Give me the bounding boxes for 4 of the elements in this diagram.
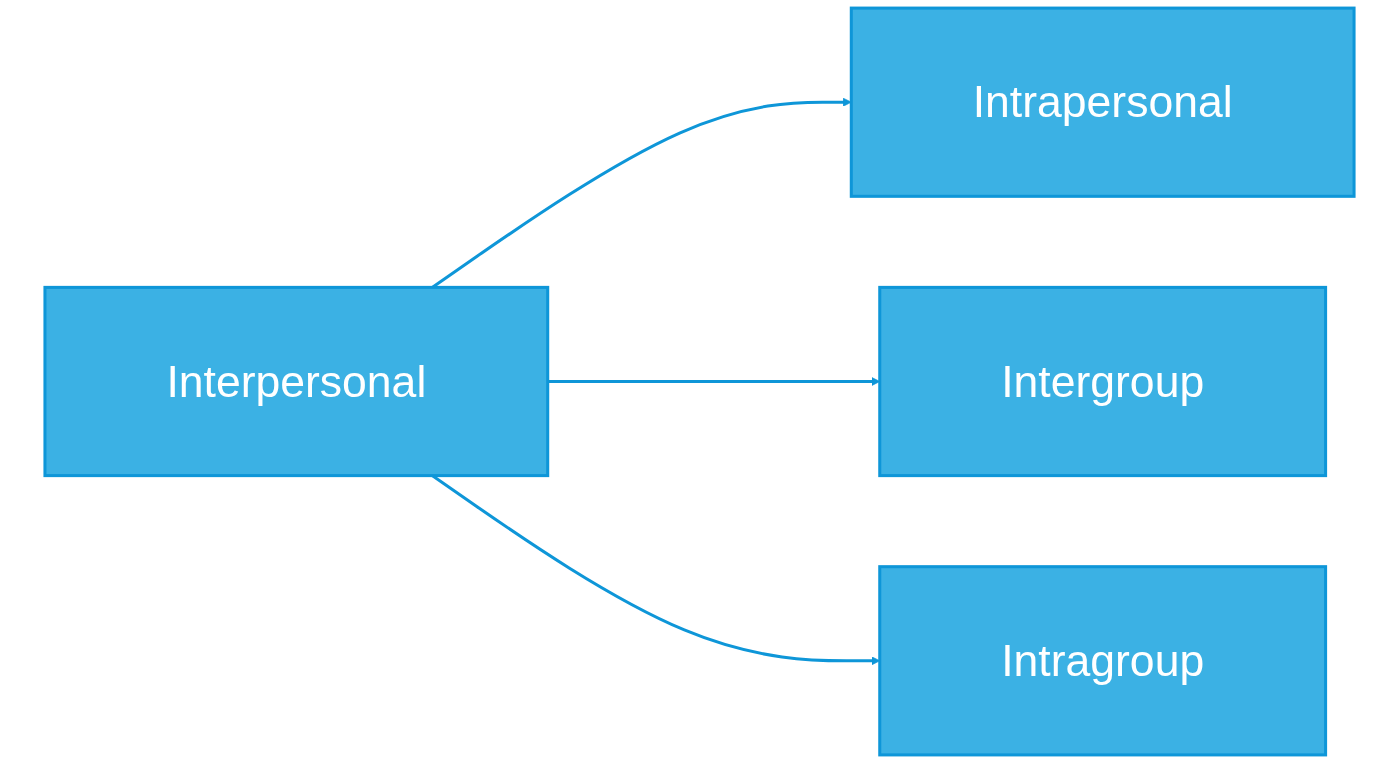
node-box: Intrapersonal xyxy=(849,6,1356,198)
node-box: Intragroup xyxy=(878,565,1328,757)
node-box: Interpersonal xyxy=(43,285,550,478)
node-box: Intergroup xyxy=(878,285,1328,478)
